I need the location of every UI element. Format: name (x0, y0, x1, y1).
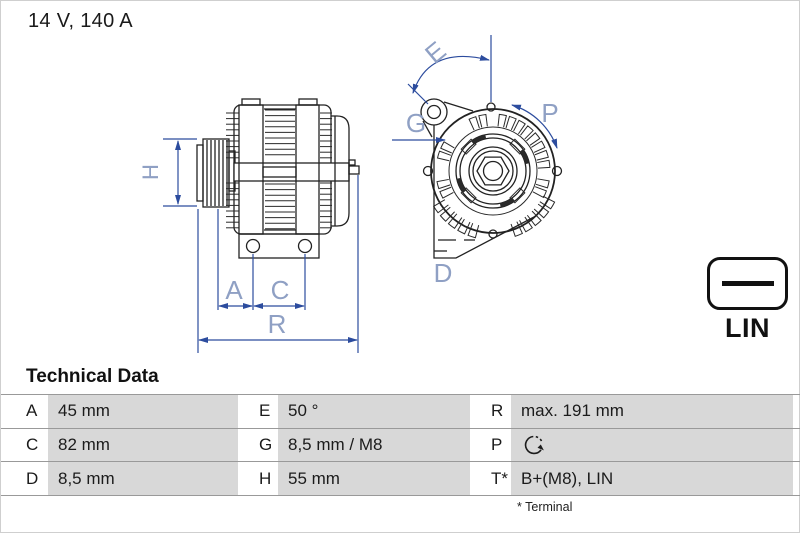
dim-E-arc (412, 54, 490, 94)
param-key: D (26, 468, 39, 488)
right-ear-bolt (551, 165, 563, 177)
param-key: H (259, 468, 272, 488)
housing-body (226, 98, 360, 235)
alternator-side-view (196, 98, 360, 259)
label-H: H (138, 164, 163, 180)
bplus-terminal-stud (348, 159, 356, 166)
label-A: A (225, 275, 243, 305)
technical-drawing: H A C R E G P D (138, 35, 563, 353)
label-E: E (419, 35, 452, 69)
param-key: E (259, 401, 271, 421)
label-D: D (434, 258, 453, 288)
table-row: D 8,5 mm H 55 mm T*B+(M8), LIN (1, 462, 800, 497)
mounting-lug-hole (426, 104, 442, 120)
front-foot (433, 125, 535, 259)
param-key: G (259, 435, 273, 455)
param-key: C (26, 435, 39, 455)
rotation-clockwise-icon (524, 435, 544, 455)
param-key: R (491, 401, 504, 421)
front-details (420, 98, 563, 259)
label-G: G (406, 108, 426, 138)
shaft-center (482, 160, 504, 182)
table-title: Technical Data (26, 366, 159, 387)
top-bolt (486, 102, 496, 112)
lin-connector-symbol: LIN (707, 257, 788, 344)
voltage-amperage-spec: 14 V, 140 A (28, 10, 133, 32)
param-value: max. 191 mm (511, 395, 793, 428)
param-key: A (26, 401, 38, 421)
dim-P-rotation-arc (511, 104, 558, 149)
param-value: 50 ° (278, 395, 470, 428)
mounting-hole-right (297, 238, 313, 254)
param-value: 8,5 mm / M8 (278, 428, 470, 462)
param-value: 82 mm (48, 428, 238, 462)
param-value: 45 mm (48, 395, 238, 428)
housing-outline (430, 108, 556, 234)
mounting-feet (238, 233, 320, 259)
lin-connector-pin (721, 281, 774, 286)
label-P: P (541, 98, 558, 128)
left-ear-bolt (422, 165, 434, 177)
dimension-labels: H A C R E G P D (138, 35, 559, 339)
dimension-lines (163, 35, 558, 353)
param-key: T* (491, 468, 508, 488)
param-value: B+(M8), LIN (511, 462, 793, 496)
alternator-front-view (420, 98, 563, 259)
param-key: P (491, 435, 503, 455)
mounting-hole-left (245, 238, 261, 254)
param-value-rotation (511, 428, 793, 462)
fan-tabs (456, 134, 530, 208)
pulley-side (196, 138, 236, 208)
table-footnote: * Terminal (517, 500, 573, 515)
lin-label: LIN (725, 313, 770, 343)
param-value: 55 mm (278, 462, 470, 496)
label-C: C (271, 275, 290, 305)
param-value: 8,5 mm (48, 462, 238, 496)
lin-connector-icon (707, 257, 788, 310)
cooling-fins (226, 109, 332, 230)
shaft-hex-nut (476, 156, 510, 186)
label-R: R (268, 309, 287, 339)
